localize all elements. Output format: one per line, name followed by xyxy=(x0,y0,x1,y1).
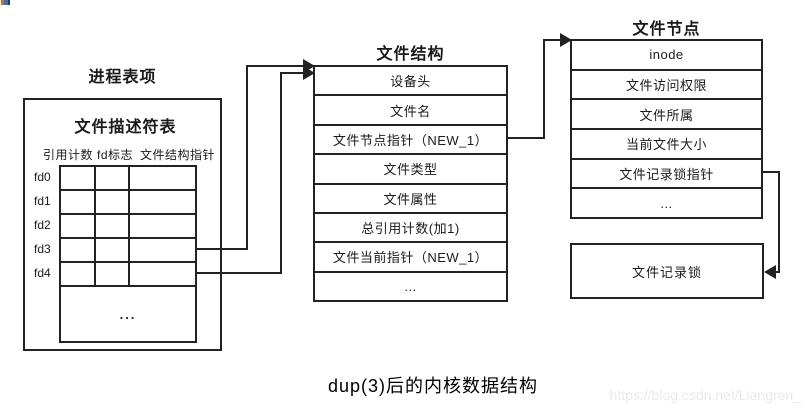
connector-fd3-line xyxy=(195,248,248,250)
connector-inodeptr-arrow-icon xyxy=(560,33,572,47)
fd-cell xyxy=(61,263,96,287)
connector-recordlock-line xyxy=(763,171,780,173)
fd-cell xyxy=(96,263,130,287)
corner-artifact xyxy=(1,0,10,5)
fd-row-label-fd2: fd2 xyxy=(34,218,51,232)
fd-cell xyxy=(96,167,130,191)
file-struct-box: 设备头 文件名 文件节点指针（NEW_1） 文件类型 文件属性 总引用计数(加1… xyxy=(313,65,508,302)
fd-cell xyxy=(96,215,130,239)
diagram-caption: dup(3)后的内核数据结构 xyxy=(327,376,539,396)
fd-cell xyxy=(96,191,130,215)
inode-box: inode 文件访问权限 文件所属 当前文件大小 文件记录锁指针 ... xyxy=(570,39,763,219)
fd-cell xyxy=(61,215,96,239)
inode-row: 文件记录锁指针 xyxy=(572,160,761,190)
fd-table-ellipsis: ... xyxy=(119,306,137,322)
file-struct-row: 文件属性 xyxy=(315,185,506,214)
corner-artifact-orange xyxy=(1,0,4,5)
connector-recordlock-line xyxy=(778,171,780,273)
file-struct-row: 总引用计数(加1) xyxy=(315,214,506,244)
file-struct-row: 文件节点指针（NEW_1） xyxy=(315,126,506,156)
connector-fd4-line xyxy=(280,72,282,274)
fd-col-header-refcount: 引用计数 xyxy=(43,148,94,162)
file-struct-row: 文件当前指针（NEW_1） xyxy=(315,243,506,273)
connector-recordlock-line xyxy=(775,271,780,273)
fd-cell xyxy=(61,191,96,215)
fd-cell xyxy=(130,167,195,191)
fd-col-header-fdflags: fd标志 xyxy=(97,148,134,162)
connector-inodeptr-line xyxy=(543,39,545,139)
connector-fd4-line xyxy=(195,272,282,274)
fd-col-header-fileptr: 文件结构指针 xyxy=(140,148,216,162)
connector-fd3-line xyxy=(246,65,304,67)
inode-row: 文件访问权限 xyxy=(572,71,761,101)
connector-inodeptr-line xyxy=(543,39,561,41)
fd-row-label-fd3: fd3 xyxy=(34,242,51,256)
watermark: https://blog.csdn.net/Liangren_ xyxy=(609,387,801,403)
fd-cell xyxy=(61,167,96,191)
file-struct-row: 文件类型 xyxy=(315,155,506,185)
record-lock-box: 文件记录锁 xyxy=(570,243,764,299)
connector-fd3-line xyxy=(246,65,248,250)
inode-row: 当前文件大小 xyxy=(572,130,761,160)
fd-cell xyxy=(130,215,195,239)
corner-artifact-blue xyxy=(4,0,8,5)
file-struct-title: 文件结构 xyxy=(376,46,445,63)
fd-row-label-fd0: fd0 xyxy=(34,170,51,184)
fd-cell xyxy=(61,239,96,263)
corner-artifact-dark xyxy=(8,0,10,5)
fd-cell xyxy=(130,239,195,263)
inode-row: 文件所属 xyxy=(572,100,761,131)
fd-row-label-fd1: fd1 xyxy=(34,194,51,208)
inode-row: inode xyxy=(572,41,761,71)
fd-cell xyxy=(130,191,195,215)
file-struct-row: 文件名 xyxy=(315,96,506,126)
connector-fd4-line xyxy=(280,72,304,74)
fd-cell xyxy=(130,263,195,287)
connector-inodeptr-line xyxy=(508,137,545,139)
fd-table: ... xyxy=(59,165,197,343)
connector-recordlock-arrow-icon xyxy=(764,265,776,279)
connector-fd4-arrow-icon xyxy=(303,66,315,80)
process-table-title: 进程表项 xyxy=(88,69,157,86)
file-struct-row-ellipsis: ... xyxy=(404,278,417,294)
fd-table-title: 文件描述符表 xyxy=(74,119,177,136)
file-struct-row: 设备头 xyxy=(315,67,506,97)
fd-row-label-fd4: fd4 xyxy=(34,266,51,280)
inode-title: 文件节点 xyxy=(632,21,701,38)
inode-row-ellipsis: ... xyxy=(660,195,673,211)
fd-cell xyxy=(96,239,130,263)
